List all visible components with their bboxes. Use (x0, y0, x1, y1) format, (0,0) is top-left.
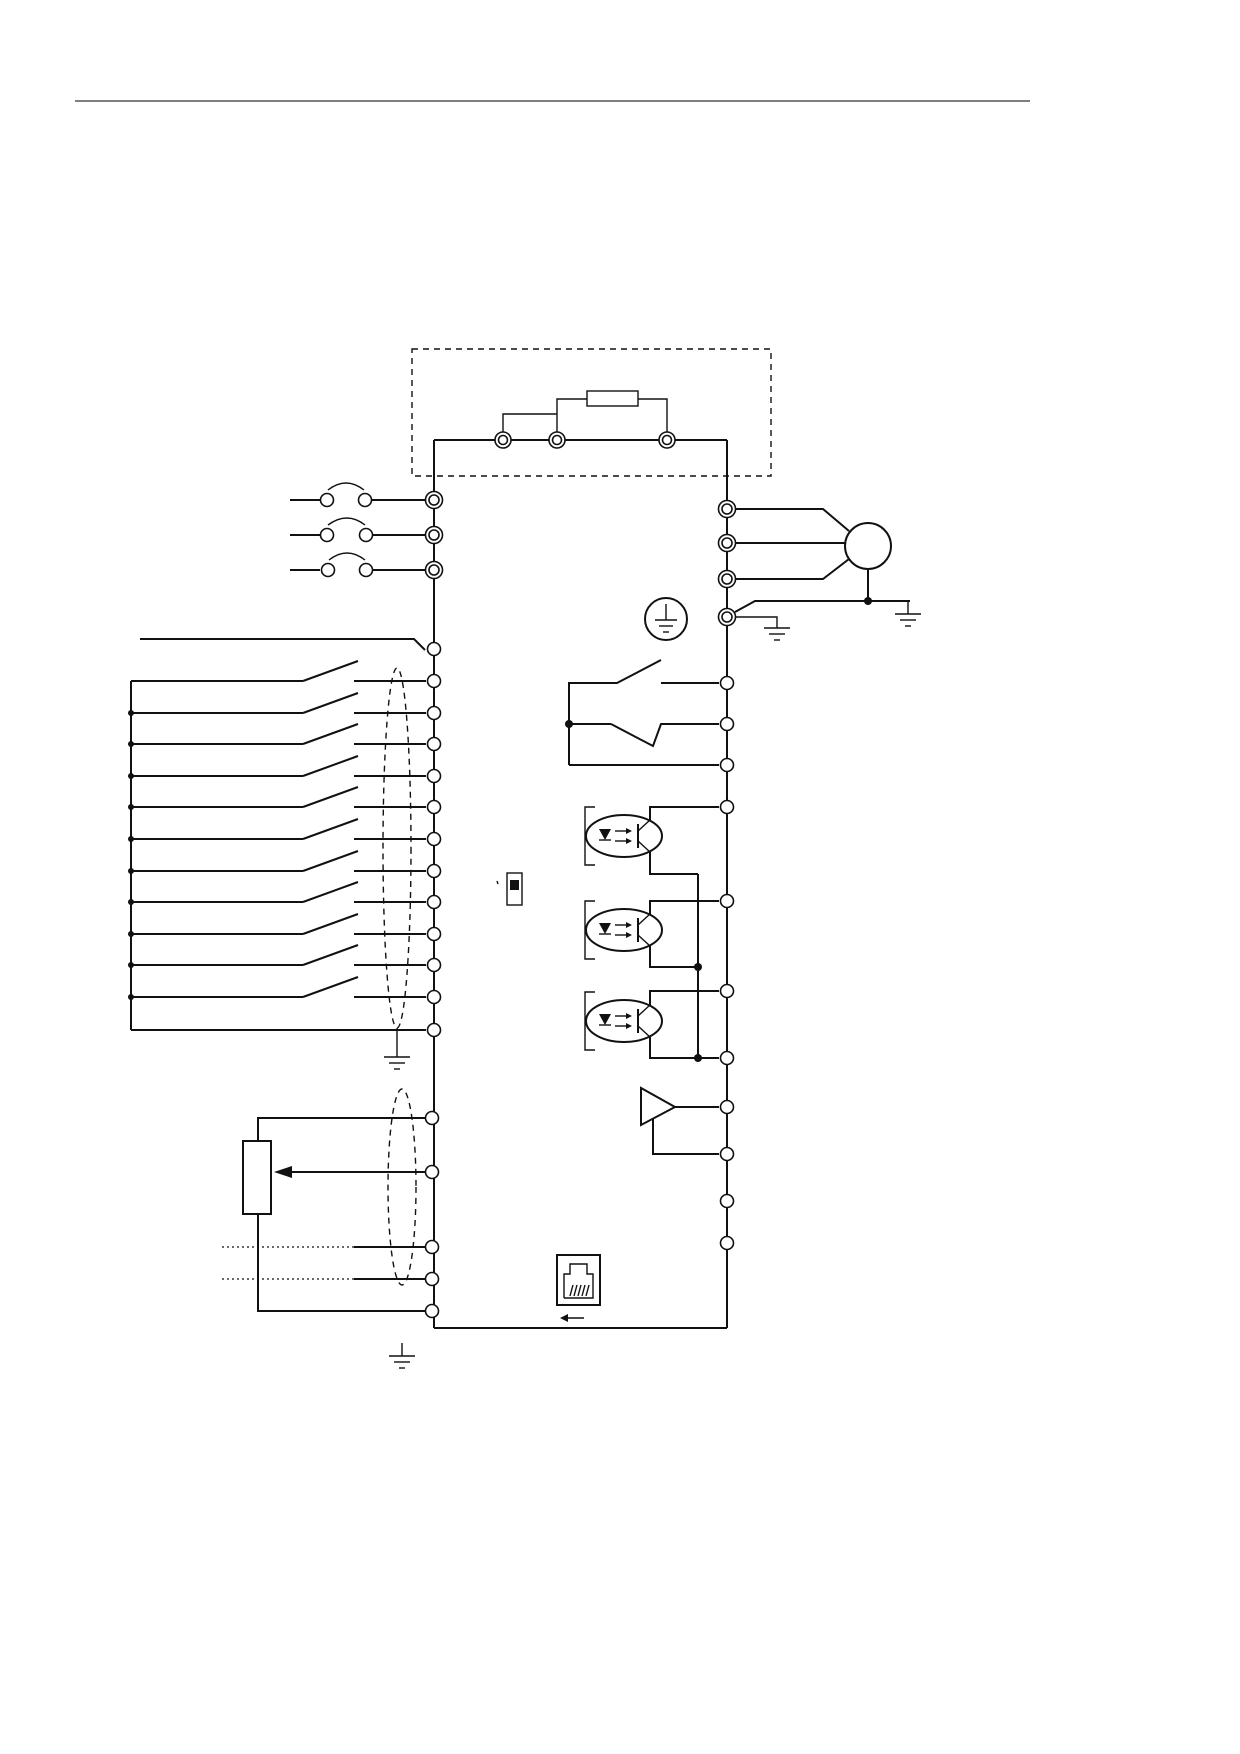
digital-input-switches (128, 660, 426, 1000)
analog-terminal (424, 1239, 440, 1255)
spare-terminal (719, 1193, 735, 1209)
braking-unit-box (411, 348, 772, 477)
input-switch-row (128, 913, 426, 937)
input-terminal (426, 799, 442, 815)
input-switch-row (128, 723, 426, 747)
optocoupler-icon (584, 806, 719, 875)
ground-icon (735, 616, 790, 641)
input-terminal (426, 894, 442, 910)
input-switch-row (128, 850, 426, 874)
motor-output-terminal (717, 533, 737, 553)
input-switch-row (128, 944, 426, 968)
opto-junction (694, 963, 702, 971)
power-input-terminal (424, 560, 444, 580)
input-switch-row (131, 660, 426, 682)
motor-icon (735, 508, 892, 605)
opto-output-terminal (719, 893, 735, 909)
spare-terminal (719, 1235, 735, 1251)
analog-terminal (424, 1303, 440, 1319)
analog-terminal (424, 1271, 440, 1287)
potentiometer-icon (242, 1117, 426, 1312)
input-common-terminal (426, 1022, 442, 1038)
input-terminal (426, 736, 442, 752)
ground-icon (389, 1343, 415, 1369)
input-terminal (426, 926, 442, 942)
power-input-terminal (424, 525, 444, 545)
pe-output-line (734, 600, 910, 613)
input-switch-row (128, 692, 426, 716)
input-terminal (426, 673, 442, 689)
analog-output-amplifier-icon (640, 1086, 719, 1155)
pe-output-terminal (717, 607, 737, 627)
power-input-terminal (424, 490, 444, 510)
arrow-left-icon (560, 1314, 584, 1322)
analog-shield (387, 1088, 417, 1286)
relay-contact-icon (565, 659, 719, 766)
analog-terminal (424, 1110, 440, 1126)
rj45-port-icon (556, 1254, 601, 1306)
input-shield (382, 667, 412, 1029)
ground-icon (895, 601, 921, 627)
jumper-switch-icon (496, 872, 523, 906)
analog-output-terminal (719, 1099, 735, 1115)
input-terminal (426, 705, 442, 721)
inverter-body (433, 439, 728, 1329)
analog-output-terminal (719, 1146, 735, 1162)
braking-terminal (658, 431, 676, 449)
ground-icon (384, 1028, 410, 1070)
opto-output-terminal (719, 799, 735, 815)
motor-output-terminal (717, 499, 737, 519)
opto-output-terminal (719, 983, 735, 999)
braking-terminal (548, 431, 566, 449)
relay-terminal (719, 675, 735, 691)
optocoupler-icon (584, 900, 719, 968)
input-terminal (426, 957, 442, 973)
braking-resistor-icon (502, 390, 668, 440)
analog-terminal (424, 1164, 440, 1180)
digital-input-terminals (426, 673, 442, 1005)
input-switch-row (128, 976, 426, 1000)
input-switch-row (128, 818, 426, 842)
optocoupler-outputs (584, 799, 735, 1059)
pe-terminal (426, 641, 442, 657)
input-terminal (426, 831, 442, 847)
input-terminal (426, 863, 442, 879)
input-switch-row (128, 786, 426, 810)
motor-output-terminal (717, 569, 737, 589)
optocoupler-icon (584, 990, 719, 1059)
braking-terminal (494, 431, 512, 449)
opto-common-terminal (719, 1050, 735, 1066)
input-switch-row (128, 755, 426, 779)
relay-terminal (719, 757, 735, 773)
input-terminal (426, 768, 442, 784)
input-terminal (426, 989, 442, 1005)
input-breaker (290, 482, 426, 578)
pe-line (140, 638, 426, 651)
input-switch-row (128, 881, 426, 905)
ground-icon (644, 597, 688, 641)
relay-terminal (719, 716, 735, 732)
